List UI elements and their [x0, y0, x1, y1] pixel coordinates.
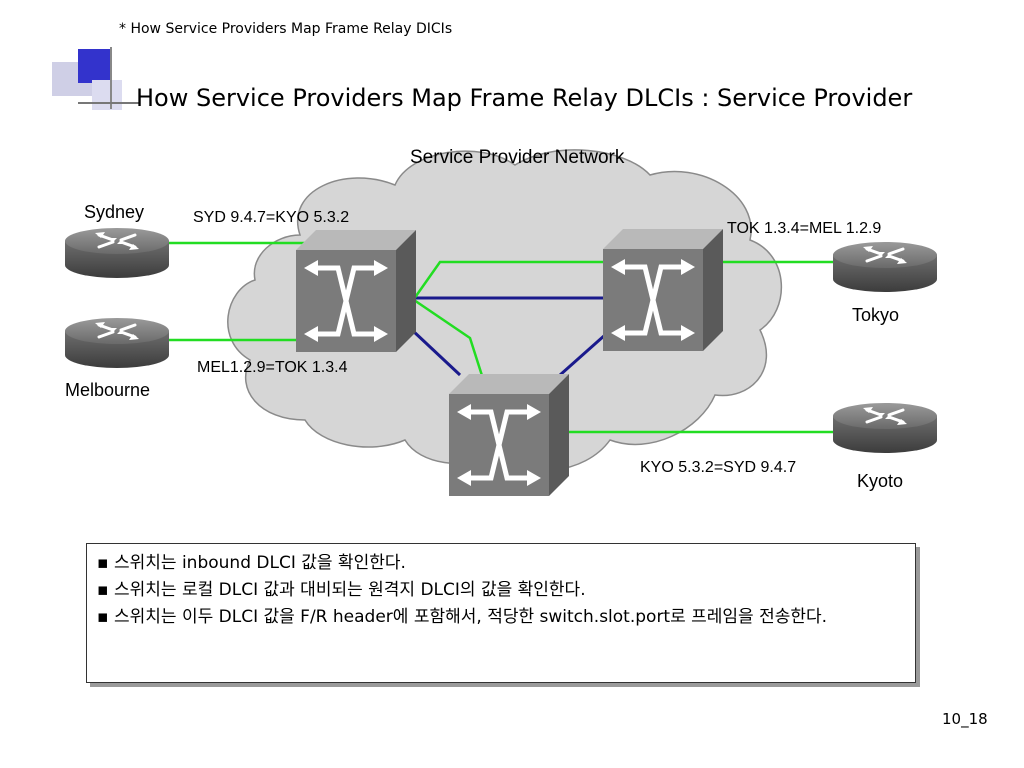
switch-east	[603, 229, 723, 351]
melbourne-label: Melbourne	[65, 380, 150, 400]
trunk-links	[410, 296, 608, 377]
sydney-label: Sydney	[84, 202, 144, 222]
title-decoration-light	[92, 80, 122, 110]
page-number: 10_18	[942, 710, 988, 728]
mapping-tok-mel: TOK 1.3.4=MEL 1.2.9	[727, 220, 881, 237]
bullet-icon: ▪	[97, 553, 109, 573]
kyoto-label: Kyoto	[857, 471, 903, 491]
note-text: 스위치는 이두 DLCI 값을 F/R header에 포함해서, 적당한 sw…	[114, 607, 828, 627]
switch-west	[296, 230, 416, 352]
title-decoration-square	[78, 49, 112, 83]
router-sydney	[63, 226, 171, 280]
note-item: ▪ 스위치는 inbound DLCI 값을 확인한다.	[97, 550, 915, 577]
note-text: 스위치는 inbound DLCI 값을 확인한다.	[114, 553, 406, 573]
note-item: ▪ 스위치는 이두 DLCI 값을 F/R header에 포함해서, 적당한 …	[97, 604, 915, 631]
router-melbourne	[63, 316, 171, 370]
note-text: 스위치는 로컬 DLCI 값과 대비되는 원격지 DLCI의 값을 확인한다.	[114, 580, 586, 600]
notes-box: ▪ 스위치는 inbound DLCI 값을 확인한다. ▪ 스위치는 로컬 D…	[86, 543, 916, 683]
trunk-link-right	[559, 333, 606, 377]
breadcrumb: * How Service Providers Map Frame Relay …	[119, 21, 453, 37]
notes-list: ▪ 스위치는 inbound DLCI 값을 확인한다. ▪ 스위치는 로컬 D…	[87, 544, 915, 631]
bullet-icon: ▪	[97, 580, 109, 600]
slide-title: How Service Providers Map Frame Relay DL…	[136, 84, 913, 112]
network-diagram: Service Provider Network Sydney Melbourn…	[63, 147, 939, 510]
cloud-label: Service Provider Network	[410, 147, 625, 168]
title-decoration-vline	[110, 47, 112, 109]
mapping-kyo-syd: KYO 5.3.2=SYD 9.4.7	[640, 459, 796, 476]
trunk-link-left	[410, 328, 462, 377]
mapping-mel-tok: MEL1.2.9=TOK 1.3.4	[197, 359, 348, 376]
router-tokyo	[831, 240, 939, 294]
tokyo-label: Tokyo	[852, 305, 899, 325]
title-decoration-hline	[78, 102, 140, 104]
switch-south	[449, 374, 569, 496]
bullet-icon: ▪	[97, 607, 109, 627]
router-kyoto	[831, 401, 939, 455]
note-item: ▪ 스위치는 로컬 DLCI 값과 대비되는 원격지 DLCI의 값을 확인한다…	[97, 577, 915, 604]
mapping-syd-kyo: SYD 9.4.7=KYO 5.3.2	[193, 209, 349, 226]
